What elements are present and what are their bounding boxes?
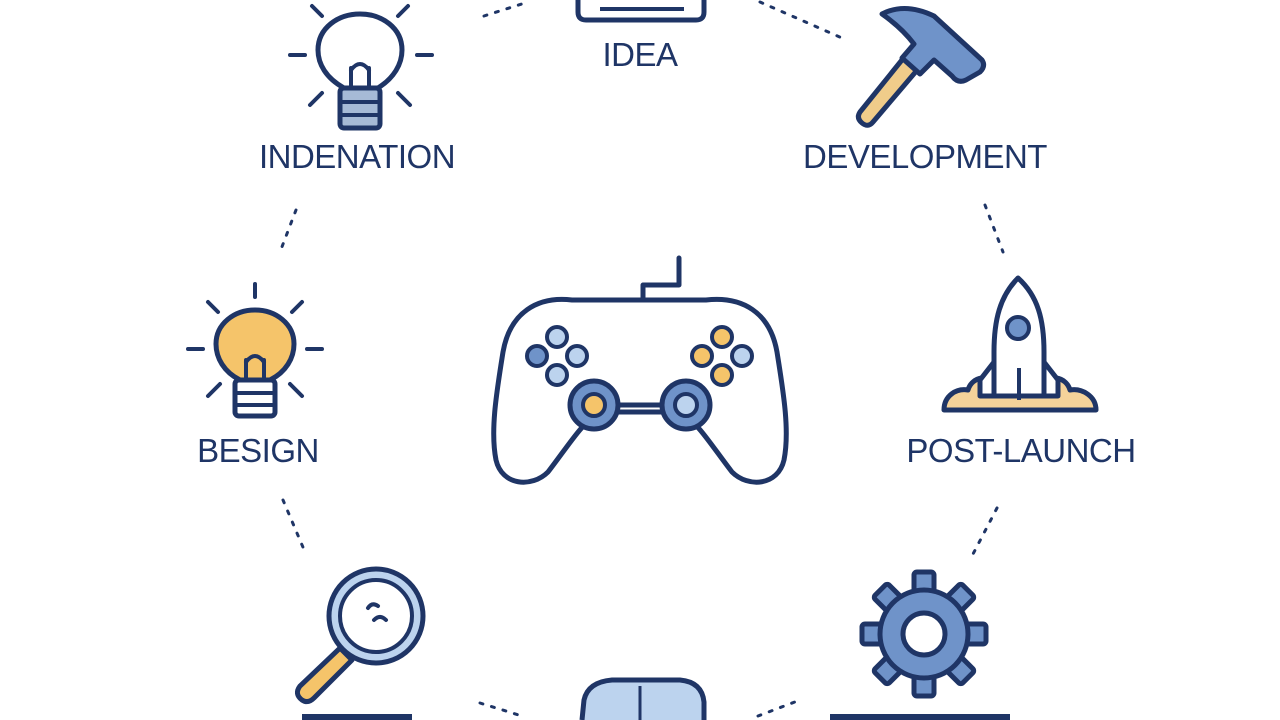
rocket-icon: [941, 275, 1099, 413]
lightbulb-icon: [186, 282, 324, 419]
gear-icon: [859, 569, 989, 699]
stage-label-indenation: INDENATION: [258, 138, 456, 175]
stage-label-development: DEVELOPMENT: [803, 138, 1047, 175]
magnifier-icon: [294, 566, 426, 705]
stage-label-design: BESIGN: [197, 432, 319, 469]
hammer-icon: [855, 6, 987, 128]
monitor-icon: [575, 0, 707, 23]
stage-label-post-launch: POST-LAUNCH: [906, 432, 1136, 469]
cropped-bottom-labels: [302, 714, 1010, 720]
stage-label-idea: IDEA: [602, 36, 678, 73]
dotted-connectors: [278, 0, 1005, 718]
gamepad-icon: [491, 255, 789, 485]
mug-icon: [579, 677, 707, 720]
lightbulb-icon: [288, 4, 434, 131]
